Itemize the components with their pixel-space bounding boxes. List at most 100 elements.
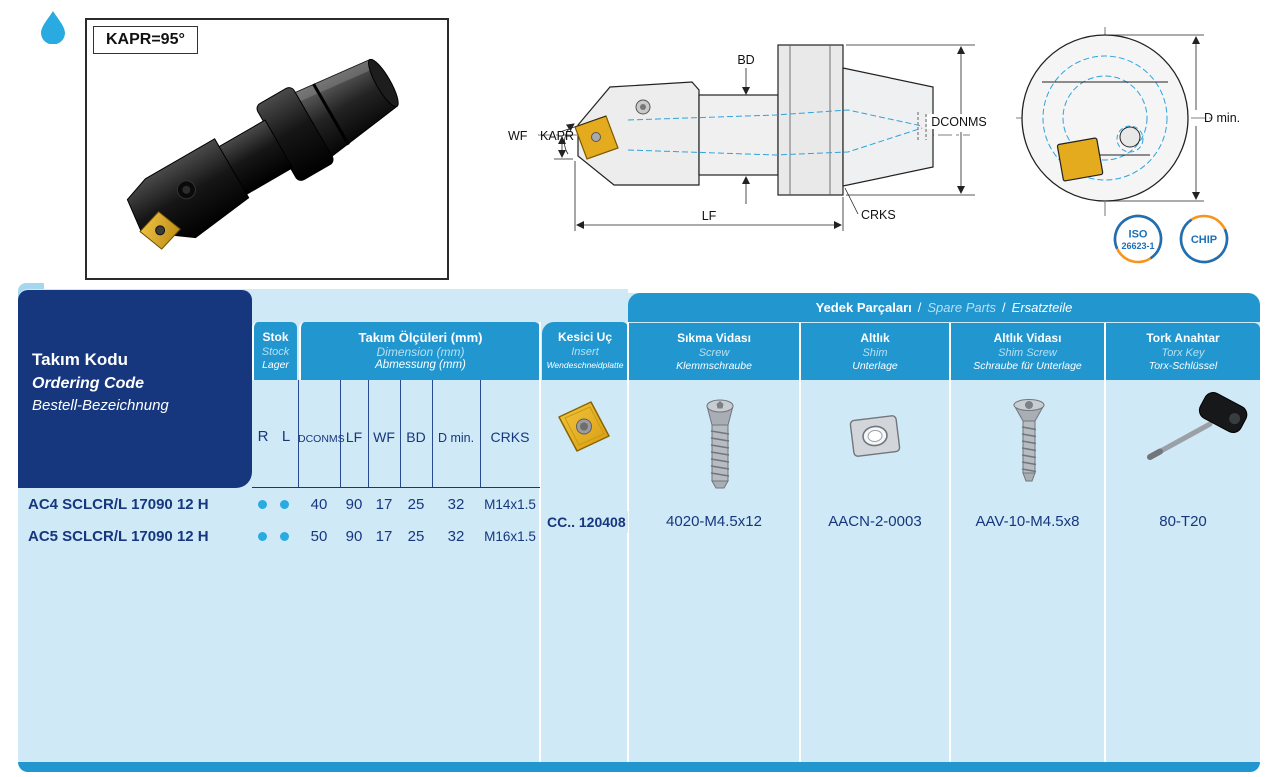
screw-en: Screw <box>698 346 730 359</box>
column-header-shim: Altlık Shim Unterlage <box>801 323 949 380</box>
front-view-drawing: D min. <box>1016 27 1240 217</box>
dim-divider <box>432 380 433 488</box>
insert-en: Insert <box>571 346 599 358</box>
column-divider <box>949 323 951 762</box>
screw-code-text: 4020-M4.5x12 <box>662 513 766 530</box>
dim-label-dconms: DCONMS <box>931 115 987 129</box>
coolant-channel-upper <box>627 109 923 127</box>
dim-divider <box>400 380 401 488</box>
column-header-torx-key: Tork Anahtar Torx Key Torx-Schlüssel <box>1106 323 1260 380</box>
iso-badge-number: 26623-1 <box>1121 241 1154 251</box>
col-letter-r: R <box>257 428 269 445</box>
stock-de: Lager <box>262 359 289 371</box>
column-divider <box>799 323 801 762</box>
col-letter-lf: LF <box>345 429 363 445</box>
dims-de: Abmessung (mm) <box>375 359 466 371</box>
flange-outline <box>777 44 844 196</box>
column-header-shim-screw: Altlık Vidası Shim Screw Schraube für Un… <box>951 323 1104 380</box>
coolant-droplet-icon <box>41 11 65 44</box>
dims-en: Dimension (mm) <box>376 345 465 359</box>
iso-badge: ISO 26623-1 <box>1113 214 1163 264</box>
shim-screw-tr: Altlık Vidası <box>993 330 1062 345</box>
cell-dconms-row1: 40 <box>310 496 328 513</box>
ordering-code-en: Ordering Code <box>32 375 145 392</box>
insert-image <box>558 401 610 452</box>
col-letter-wf: WF <box>373 429 395 445</box>
torx-de: Torx-Schlüssel <box>1148 359 1218 372</box>
shim-screw-image <box>1013 399 1045 482</box>
col-letter-bd: BD <box>406 429 426 445</box>
column-header-dimensions: Takım Ölçüleri (mm) Dimension (mm) Abmes… <box>299 322 540 380</box>
column-header-insert: Kesici Uç Insert Wendeschneidplatte <box>542 322 628 380</box>
screw-tr: Sıkma Vidası <box>677 330 751 345</box>
torx-key-code-text: 80-T20 <box>1155 513 1211 530</box>
dim-label-crks: CRKS <box>861 208 896 222</box>
insert-front-view <box>1056 137 1104 182</box>
cell-crks-row2: M16x1.5 <box>484 529 536 544</box>
column-divider <box>1104 323 1106 762</box>
tool-code-row1: AC4 SCLCR/L 17090 12 H <box>28 496 209 513</box>
coolant-channel-lower <box>627 127 923 156</box>
shim-code-text: AACN-2-0003 <box>824 513 926 530</box>
stock-dot-l-row1 <box>280 500 289 509</box>
dim-label-bd: BD <box>737 53 754 67</box>
dim-divider <box>340 380 341 488</box>
torx-key-code: 80-T20 <box>1106 511 1260 533</box>
insert-de: Wendeschneidplatte <box>546 360 624 370</box>
shim-en: Shim <box>862 346 888 359</box>
stock-dot-l-row2 <box>280 532 289 541</box>
torx-key-image <box>1147 392 1248 460</box>
product-photo-panel: KAPR=95° <box>85 18 449 280</box>
cell-wf-row2: 17 <box>375 528 393 545</box>
shim-screw-code-text: AAV-10-M4.5x8 <box>971 513 1084 530</box>
chip-badge-text: CHIP <box>1191 234 1217 246</box>
col-letter-dconms: DCONMS <box>298 433 345 445</box>
kapr-angle-label: KAPR=95° <box>93 26 198 54</box>
shim-screw-code: AAV-10-M4.5x8 <box>951 511 1104 533</box>
insert-code: CC.. 120408 <box>545 511 628 533</box>
ordering-code-de: Bestell-Bezeichnung <box>32 397 169 414</box>
cell-lf-row2: 90 <box>345 528 363 545</box>
dim-label-lf: LF <box>702 209 717 223</box>
cell-dmin-row2: 32 <box>447 528 465 545</box>
shim-de: Unterlage <box>852 359 898 372</box>
shim-image <box>849 415 901 457</box>
ordering-code-header: Takım Kodu Ordering Code Bestell-Bezeich… <box>18 290 252 488</box>
shim-tr: Altlık <box>860 330 890 345</box>
torx-en: Torx Key <box>1161 346 1205 359</box>
dim-divider <box>480 380 481 488</box>
dim-divider <box>368 380 369 488</box>
insert-tr: Kesici Uç <box>557 330 613 344</box>
dim-label-wf: WF <box>508 129 528 143</box>
shank-outline <box>842 67 934 187</box>
iso-badge-text: ISO <box>1129 229 1148 241</box>
dim-label-kapr: KAPR <box>540 129 574 143</box>
front-outer-circle <box>1021 34 1189 202</box>
shim-code: AACN-2-0003 <box>801 511 949 533</box>
cell-dmin-row1: 32 <box>447 496 465 513</box>
screw-de: Klemmschraube <box>676 359 752 372</box>
cell-lf-row1: 90 <box>345 496 363 513</box>
tool-code-row2: AC5 SCLCR/L 17090 12 H <box>28 528 209 545</box>
product-photo <box>126 58 399 250</box>
cell-crks-row1: M14x1.5 <box>484 497 536 512</box>
column-divider <box>539 322 541 762</box>
col-letter-l: L <box>281 428 291 445</box>
spare-parts-band: Yedek Parçaları / Spare Parts / Ersatzte… <box>628 293 1260 322</box>
spare-title-sep: / <box>1002 300 1006 315</box>
ordering-code-tr: Takım Kodu <box>32 350 129 369</box>
cell-bd-row2: 25 <box>407 528 425 545</box>
torx-tr: Tork Anahtar <box>1146 330 1220 345</box>
side-view-drawing: BD WF KAPR DCONMS CRKS LF <box>508 44 991 231</box>
screw-code: 4020-M4.5x12 <box>629 511 799 533</box>
stock-tr: Stok <box>262 330 289 344</box>
col-letter-crks: CRKS <box>490 429 530 445</box>
spare-title-de: Ersatzteile <box>1011 300 1073 315</box>
cell-wf-row1: 17 <box>375 496 393 513</box>
shim-screw-en: Shim Screw <box>998 346 1057 359</box>
column-header-stock: Stok Stock Lager <box>252 322 297 380</box>
cell-bd-row1: 25 <box>407 496 425 513</box>
spare-title-tr: Yedek Parçaları <box>815 300 912 315</box>
clamp-screw-image <box>706 399 734 489</box>
